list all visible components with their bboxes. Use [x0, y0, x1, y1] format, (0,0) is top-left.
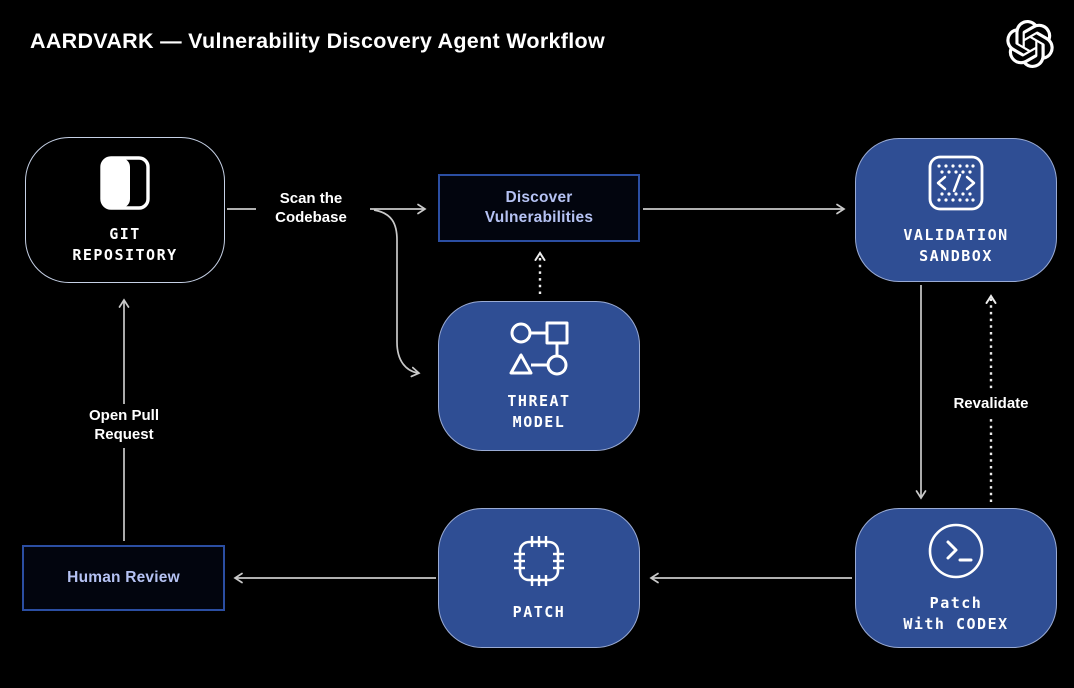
node-git-repository: GIT REPOSITORY: [25, 137, 225, 283]
edge-label-open-pull-request: Open Pull Request: [80, 404, 168, 448]
node-patch: PATCH: [438, 508, 640, 648]
terminal-icon: [928, 523, 984, 578]
node-patch-with-codex: Patch With CODEX: [855, 508, 1057, 648]
node-threat-model-label: THREAT MODEL: [507, 391, 571, 431]
box-discover-vulnerabilities: Discover Vulnerabilities: [438, 174, 640, 242]
edge-scan-to-threat-model: [373, 209, 421, 378]
box-discover-vulnerabilities-label: Discover Vulnerabilities: [484, 188, 594, 226]
box-human-review-label: Human Review: [67, 568, 180, 586]
node-patch-label: PATCH: [512, 603, 566, 621]
edge-label-scan-the-codebase: Scan the Codebase: [267, 187, 355, 231]
node-threat-model: THREAT MODEL: [438, 301, 640, 451]
node-patch-with-codex-label: Patch With CODEX: [903, 593, 1009, 633]
repository-icon: [100, 155, 150, 210]
node-validation-sandbox: VALIDATION SANDBOX: [855, 138, 1057, 282]
box-human-review: Human Review: [22, 545, 225, 611]
node-git-repository-label: GIT REPOSITORY: [72, 224, 178, 264]
page-title: AARDVARK — Vulnerability Discovery Agent…: [30, 29, 605, 53]
edge-label-revalidate: Revalidate: [945, 392, 1037, 417]
openai-logo: [1006, 20, 1054, 68]
code-sandbox-icon: [928, 155, 984, 210]
flowchart-icon: [509, 321, 569, 375]
node-validation-sandbox-label: VALIDATION SANDBOX: [903, 225, 1009, 265]
patch-chip-icon: [514, 536, 564, 586]
